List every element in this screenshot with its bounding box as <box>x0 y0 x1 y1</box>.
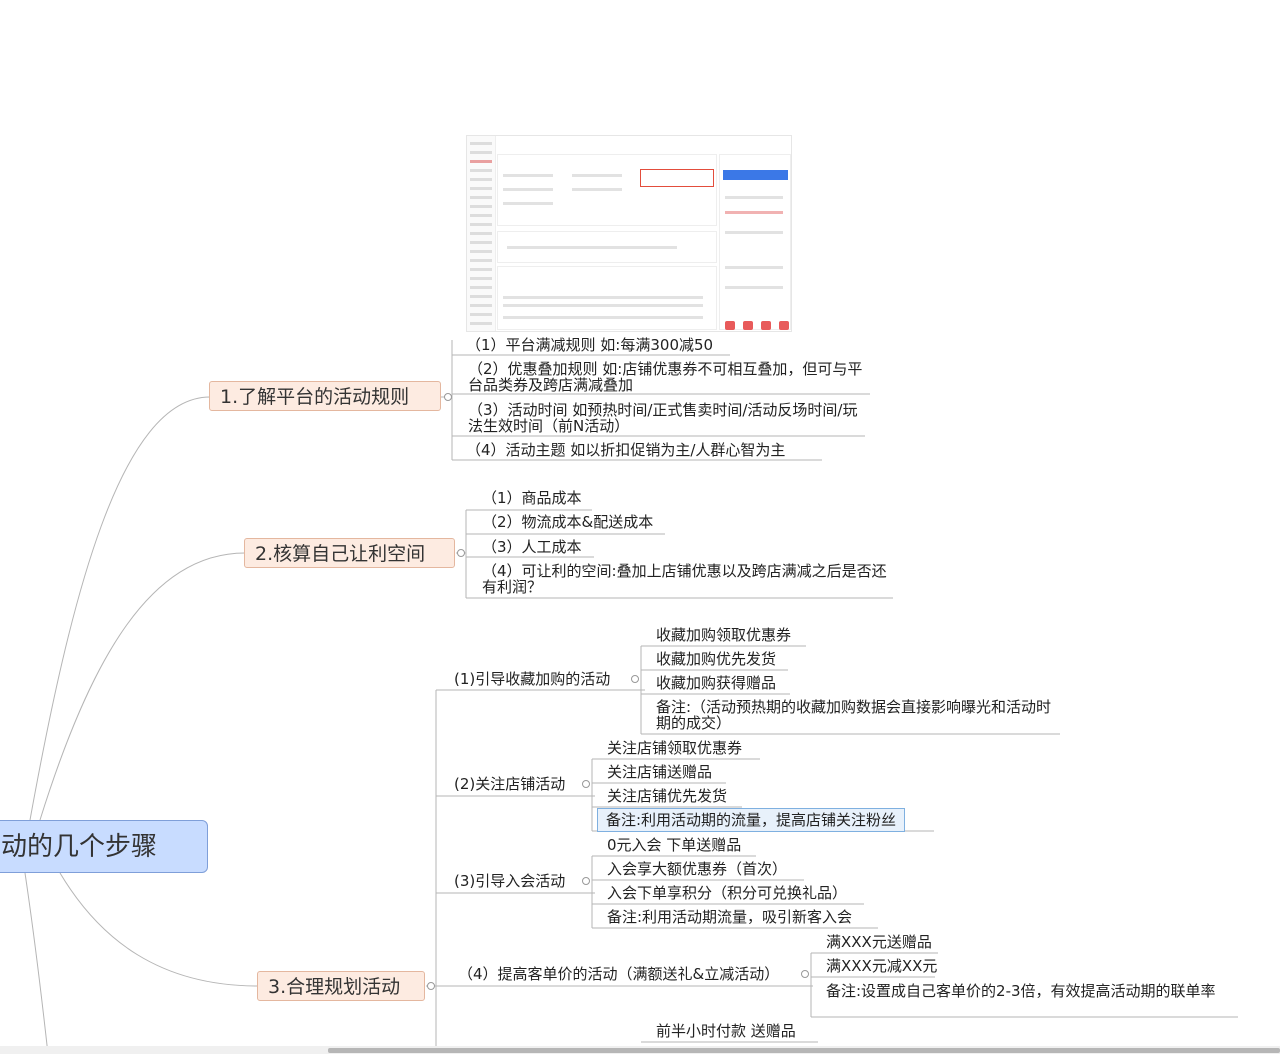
sub4-note[interactable]: 备注:设置成自己客单价的2-3倍，有效提高活动期的联单率 <box>826 982 1216 1000</box>
horizontal-scrollbar[interactable] <box>0 1046 1280 1054</box>
subtopic-2[interactable]: (2)关注店铺活动 <box>454 775 566 793</box>
root-topic[interactable]: 动的几个步骤 <box>0 820 208 873</box>
branch1-item-2[interactable]: （2）优惠叠加规则 如:店铺优惠券不可相互叠加，但可与平台品类券及跨店满减叠加 <box>468 360 863 394</box>
sub2-item-1[interactable]: 关注店铺领取优惠券 <box>607 739 743 757</box>
subtopic-1[interactable]: (1)引导收藏加购的活动 <box>454 670 611 688</box>
collapse-toggle-sub3[interactable] <box>582 877 590 885</box>
thumb-banner-image <box>723 170 788 180</box>
subtopic-3[interactable]: (3)引导入会活动 <box>454 872 566 890</box>
branch-topic-1[interactable]: 1.了解平台的活动规则 <box>209 381 441 411</box>
collapse-toggle-sub2[interactable] <box>582 780 590 788</box>
collapse-toggle-2[interactable] <box>457 549 465 557</box>
collapse-toggle-sub1[interactable] <box>631 675 639 683</box>
thumb-sidebar <box>467 136 496 331</box>
thumb-panel <box>719 154 791 330</box>
branch1-item-1[interactable]: （1）平台满减规则 如:每满300减50 <box>466 336 714 354</box>
sub3-item-1[interactable]: 0元入会 下单送赠品 <box>607 836 742 854</box>
subtopic-4[interactable]: （4）提高客单价的活动（满额送礼&立减活动） <box>458 965 780 983</box>
branch2-item-2[interactable]: （2）物流成本&配送成本 <box>482 513 654 531</box>
sub4-item-1[interactable]: 满XXX元送赠品 <box>826 933 932 951</box>
sub1-note[interactable]: 备注:（活动预热期的收藏加购数据会直接影响曝光和活动时期的成交） <box>656 698 1052 732</box>
sub4-item-2[interactable]: 满XXX元减XX元 <box>826 957 938 975</box>
sub5-item-1[interactable]: 前半小时付款 送赠品 <box>656 1022 796 1040</box>
branch2-item-3[interactable]: （3）人工成本 <box>482 538 582 556</box>
branch2-item-1[interactable]: （1）商品成本 <box>482 489 582 507</box>
embedded-screenshot <box>466 135 792 332</box>
branch1-item-4[interactable]: （4）活动主题 如以折扣促销为主/人群心智为主 <box>466 441 786 459</box>
sub3-item-3[interactable]: 入会下单享积分（积分可兑换礼品） <box>607 884 848 902</box>
sub3-note[interactable]: 备注:利用活动期流量，吸引新客入会 <box>607 908 853 926</box>
thumb-highlight-box <box>640 169 714 187</box>
sub2-item-2[interactable]: 关注店铺送赠品 <box>607 763 713 781</box>
branch-topic-2[interactable]: 2.核算自己让利空间 <box>244 538 455 568</box>
collapse-toggle-1[interactable] <box>444 393 452 401</box>
collapse-toggle-sub4[interactable] <box>801 970 809 978</box>
sub1-item-1[interactable]: 收藏加购领取优惠券 <box>656 626 792 644</box>
branch1-item-3[interactable]: （3）活动时间 如预热时间/正式售卖时间/活动反场时间/玩法生效时间（前N活动） <box>468 401 858 435</box>
sub2-item-3[interactable]: 关注店铺优先发货 <box>607 787 728 805</box>
scrollbar-thumb[interactable] <box>328 1048 1280 1053</box>
sub2-note-selected[interactable]: 备注:利用活动期的流量，提高店铺关注粉丝 <box>597 808 906 832</box>
branch2-item-4[interactable]: （4）可让利的空间:叠加上店铺优惠以及跨店满减之后是否还有利润？ <box>482 562 887 596</box>
sub3-item-2[interactable]: 入会享大额优惠券（首次） <box>607 860 788 878</box>
sub1-item-2[interactable]: 收藏加购优先发货 <box>656 650 777 668</box>
sub1-item-3[interactable]: 收藏加购获得赠品 <box>656 674 777 692</box>
branch-topic-3[interactable]: 3.合理规划活动 <box>257 971 425 1001</box>
collapse-toggle-3[interactable] <box>427 982 435 990</box>
